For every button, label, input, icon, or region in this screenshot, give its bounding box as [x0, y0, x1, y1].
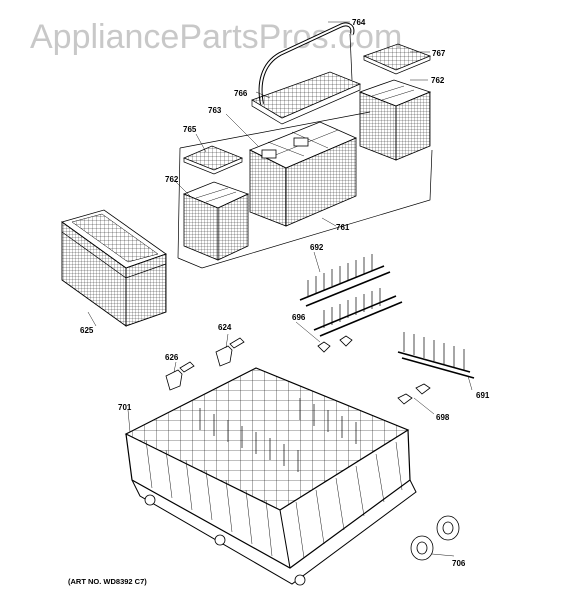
rack-wheels-706: [410, 515, 460, 561]
lower-rack-701: [124, 367, 417, 586]
callout-762-right: 762: [431, 76, 445, 85]
silverware-basket-625: [61, 209, 167, 327]
callout-763: 763: [208, 106, 222, 115]
callout-761: 761: [336, 223, 350, 232]
tine-row-692: [299, 254, 403, 337]
rack-clip-626: [165, 361, 195, 391]
callout-701: 701: [118, 403, 132, 412]
basket-762-right: [358, 79, 432, 161]
callout-764: 764: [352, 18, 366, 27]
callout-625: 625: [80, 326, 94, 335]
art-number: (ART NO. WD8392 C7): [68, 577, 147, 586]
callout-691: 691: [476, 391, 490, 400]
tine-row-691: [397, 332, 475, 379]
callout-624: 624: [218, 323, 232, 332]
callout-765: 765: [183, 125, 197, 134]
leader-lines: [87, 21, 473, 557]
callout-706: 706: [452, 559, 466, 568]
callout-626: 626: [165, 353, 179, 362]
rack-clip-624: [215, 337, 245, 367]
basket-lid-766: [251, 71, 362, 125]
callout-labels: 764 767 762 766 763 765 762 761 625 692 …: [80, 18, 490, 568]
silverware-basket-assembly: [177, 22, 433, 269]
basket-762-left: [182, 181, 250, 261]
callout-692: 692: [310, 243, 324, 252]
callout-696: 696: [292, 313, 306, 322]
callout-767: 767: [432, 49, 446, 58]
callout-766: 766: [234, 89, 248, 98]
tine-clips-698: [397, 383, 431, 405]
basket-lid-765: [182, 145, 244, 175]
callout-698: 698: [436, 413, 450, 422]
basket-lid-767: [362, 43, 432, 75]
basket-handle: [258, 22, 355, 105]
tine-clips-696: [317, 335, 353, 353]
callout-762-left: 762: [165, 175, 179, 184]
basket-763-center: [249, 121, 357, 227]
